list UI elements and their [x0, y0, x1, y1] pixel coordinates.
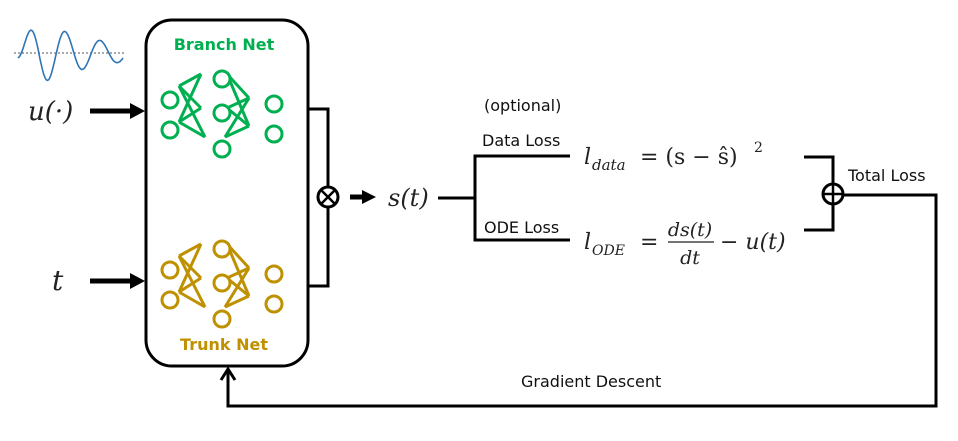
ode-loss-lhs: l — [584, 230, 591, 255]
trunk-net-edge — [224, 294, 250, 309]
time-input-arrowhead-icon — [130, 273, 145, 289]
trunk-net-node — [212, 309, 232, 329]
ode-loss-label: ODE Loss — [484, 218, 559, 237]
input-signal-waveform — [14, 29, 124, 82]
data-loss-power: 2 — [754, 140, 763, 156]
trunk-net-edge — [178, 276, 202, 294]
output-arrowhead-icon — [362, 190, 376, 204]
trunk-net-node — [264, 294, 284, 314]
branch-net-edge — [177, 85, 207, 138]
data-loss-lhs: l — [584, 145, 591, 170]
branch-net-node — [264, 94, 284, 114]
trunk-net-edge — [223, 267, 251, 308]
trunk-net-icon — [160, 239, 284, 329]
branch-net-icon — [160, 69, 284, 159]
total-loss-label: Total Loss — [847, 166, 926, 185]
trunk-net-edge — [178, 242, 202, 258]
data-loss-rhs: = (s − ŝ) — [640, 145, 738, 170]
branch-net-node — [212, 139, 232, 159]
branch-net-edge — [177, 73, 203, 123]
branch-net-edge — [224, 124, 250, 139]
loss-split-connector — [473, 154, 570, 242]
ode-loss-numerator: ds(t) — [668, 219, 712, 241]
branch-net-label: Branch Net — [174, 35, 275, 54]
output-label: s(t) — [388, 184, 429, 212]
branch-net-edge — [178, 72, 202, 88]
gradient-descent-label: Gradient Descent — [521, 372, 661, 391]
trunk-net-edge — [226, 266, 250, 280]
trunk-net-edge — [177, 255, 207, 308]
data-loss-subscript: data — [592, 156, 626, 174]
data-loss-label: Data Loss — [482, 131, 560, 150]
branch-net-edge — [223, 97, 251, 138]
branch-net-node — [160, 120, 180, 140]
trunk-net-node — [212, 239, 232, 259]
ode-loss-formula: l ODE = ds(t) dt − u(t) — [584, 219, 786, 269]
trunk-net-node — [160, 290, 180, 310]
trunk-net-node — [160, 260, 180, 280]
branch-net-node — [212, 69, 232, 89]
ode-loss-equals: = — [640, 230, 658, 255]
trunk-net-node — [212, 273, 232, 293]
trunk-net-label: Trunk Net — [180, 335, 268, 354]
gradient-feedback-line — [226, 193, 938, 408]
branch-net-edge — [226, 96, 250, 110]
branch-net-edge — [178, 106, 202, 124]
function-input-arrowhead-icon — [130, 103, 145, 119]
ode-loss-subscript: ODE — [592, 243, 625, 259]
trunk-net-node — [264, 264, 284, 284]
trunk-net-edge — [177, 243, 203, 293]
branch-net-node — [264, 124, 284, 144]
branch-net-edge — [178, 120, 206, 139]
product-cross-b — [320, 189, 336, 205]
branch-net-node — [212, 103, 232, 123]
optional-note: (optional) — [484, 96, 561, 115]
data-loss-formula: l data = (s − ŝ) 2 — [584, 140, 763, 174]
feedback-arrowhead-icon — [219, 366, 237, 381]
waveform-curve — [17, 29, 124, 82]
trunk-net-edge — [178, 290, 206, 309]
time-input-label: t — [52, 264, 64, 297]
ode-loss-denominator: dt — [680, 247, 700, 269]
function-input-label: u(·) — [28, 97, 73, 127]
ode-loss-tail: − u(t) — [720, 230, 786, 255]
branch-net-node — [160, 90, 180, 110]
